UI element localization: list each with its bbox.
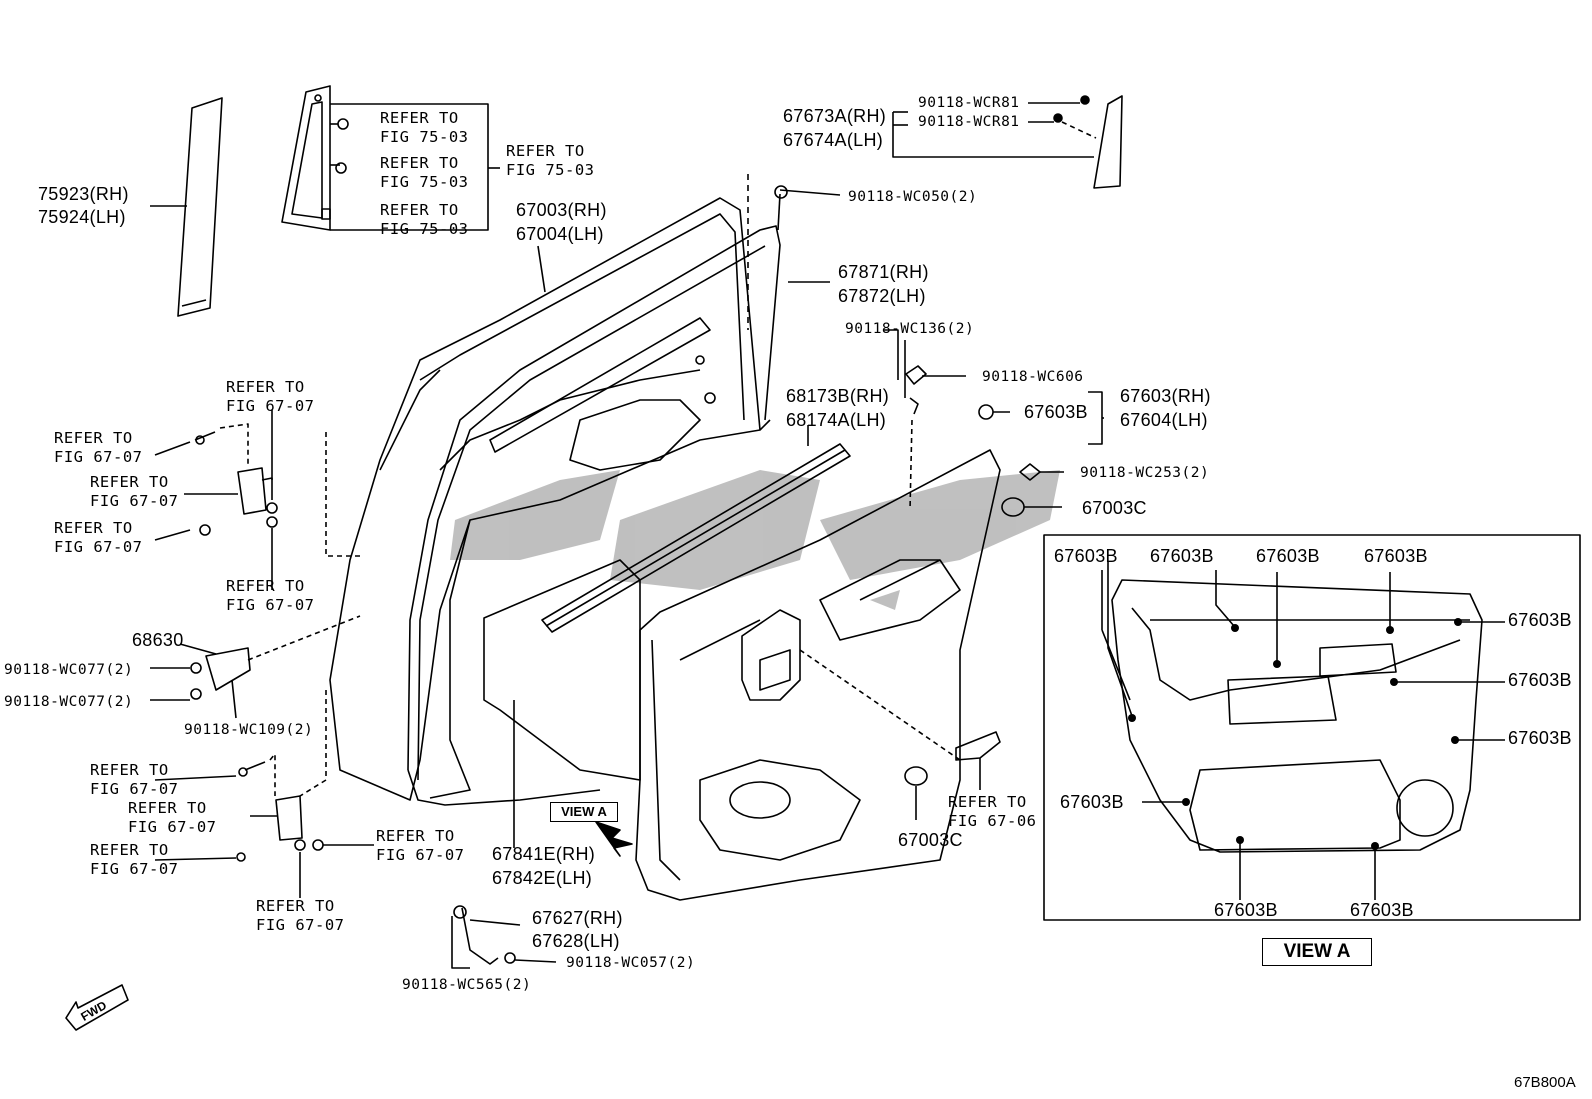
part-67871-label: 67871(RH) (838, 262, 929, 282)
refer-to-label: REFER TO (380, 109, 459, 127)
fig-ref-label: FIG 75-03 (506, 161, 595, 179)
door-frame (329, 197, 761, 801)
fig-ref-label: FIG 67-07 (128, 818, 217, 836)
view-a-clip-label: 67603B (1214, 900, 1278, 920)
refer-to-label: REFER TO (90, 473, 169, 491)
view-a-tag: VIEW A (550, 802, 618, 822)
leader-lines (513, 245, 899, 848)
service-cover-67841E (483, 559, 641, 781)
door-check-68630 (150, 615, 361, 719)
bolt-wc077-label: 90118-WC077(2) (4, 662, 134, 678)
lower-bracket-67627 (451, 905, 557, 969)
view-a-arrow (595, 821, 633, 857)
watermark (450, 470, 1060, 610)
part-67003-label: 67003(RH) (516, 200, 607, 220)
refer-to-label: REFER TO (90, 761, 169, 779)
view-a-clip-label: 67603B (1508, 610, 1572, 630)
clip-wc136-label: 90118-WC136(2) (845, 321, 975, 337)
view-a-clip-label: 67603B (1054, 546, 1118, 566)
refer-to-label: REFER TO (376, 827, 455, 845)
refer-to-label: REFER TO (256, 897, 335, 915)
trim-clips (904, 340, 1104, 511)
refer-to-label: REFER TO (506, 142, 585, 160)
fig-ref-label: FIG 67-07 (90, 780, 179, 798)
door-trim-panel (635, 449, 1001, 901)
refer-to-label: REFER TO (948, 793, 1027, 811)
clip-wc565-label: 90118-WC565(2) (402, 977, 532, 993)
fig-ref-label: FIG 67-07 (54, 538, 143, 556)
view-a-clip-label: 67603B (1508, 728, 1572, 748)
part-67628-label: 67628(LH) (532, 931, 620, 951)
fig-ref-label: FIG 75-03 (380, 220, 469, 238)
part-67604-label: 67604(LH) (1120, 410, 1208, 430)
refer-to-label: REFER TO (90, 841, 169, 859)
fig-ref-label: FIG 67-07 (54, 448, 143, 466)
view-a-clip-label: 67603B (1350, 900, 1414, 920)
view-a-caption: VIEW A (1262, 938, 1372, 966)
fig-ref-label: FIG 67-07 (226, 596, 315, 614)
garnish-strip-75923 (150, 97, 223, 317)
clip-wcr81-label: 90118-WCR81 (918, 95, 1020, 111)
upper-hinge (154, 410, 360, 590)
refer-to-label: REFER TO (226, 378, 305, 396)
refer-to-label: REFER TO (54, 519, 133, 537)
lower-hinge (154, 690, 374, 898)
refer-to-label: REFER TO (380, 154, 459, 172)
part-67003C-label: 67003C (1082, 498, 1147, 518)
part-67673A-label: 67673A(RH) (783, 106, 887, 126)
clip-67603B-label: 67603B (1024, 402, 1088, 422)
frame-corner-piece (281, 85, 500, 231)
view-a-clip-label: 67603B (1364, 546, 1428, 566)
part-67004-label: 67004(LH) (516, 224, 604, 244)
part-75923-label: 75923(RH) (38, 184, 129, 204)
part-67003C-label: 67003C (898, 830, 963, 850)
part-67842E-label: 67842E(LH) (492, 868, 593, 888)
fig-ref-label: FIG 67-07 (376, 846, 465, 864)
part-75924-label: 75924(LH) (38, 207, 126, 227)
view-a-clip-label: 67603B (1150, 546, 1214, 566)
clip-wc606-label: 90118-WC606 (982, 369, 1084, 385)
part-67674A-label: 67674A(LH) (783, 130, 884, 150)
part-67872-label: 67872(LH) (838, 286, 926, 306)
refer-to-label: REFER TO (54, 429, 133, 447)
fig-ref-label: FIG 67-07 (256, 916, 345, 934)
refer-to-label: REFER TO (226, 577, 305, 595)
fig-ref-label: FIG 67-07 (226, 397, 315, 415)
part-68173B-label: 68173B(RH) (786, 386, 890, 406)
fig-ref-label: FIG 67-07 (90, 492, 179, 510)
view-a-clip-label: 67603B (1508, 670, 1572, 690)
refer-to-label: REFER TO (128, 799, 207, 817)
clip-wc050-label: 90118-WC050(2) (848, 189, 978, 205)
part-68174A-label: 68174A(LH) (786, 410, 887, 430)
clip-wc057-label: 90118-WC057(2) (566, 955, 696, 971)
fig-ref-label: FIG 75-03 (380, 173, 469, 191)
bolt-wc109-label: 90118-WC109(2) (184, 722, 314, 738)
view-a-clip-label: 67603B (1060, 792, 1124, 812)
clip-wc253-label: 90118-WC253(2) (1080, 465, 1210, 481)
view-a-clip-label: 67603B (1256, 546, 1320, 566)
bolt-wc077-label: 90118-WC077(2) (4, 694, 134, 710)
handle-bezel (955, 731, 1001, 790)
fig-ref-label: FIG 67-06 (948, 812, 1037, 830)
clip-wcr81-label: 90118-WCR81 (918, 114, 1020, 130)
weatherstrip-67871 (407, 174, 841, 806)
fig-ref-label: FIG 67-07 (90, 860, 179, 878)
belt-molding-68173B (541, 443, 851, 633)
part-67627-label: 67627(RH) (532, 908, 623, 928)
part-67841E-label: 67841E(RH) (492, 844, 596, 864)
diagram-code: 67B800A (1514, 1074, 1576, 1091)
fwd-arrow-shape (65, 984, 129, 1031)
cap-67003C (904, 497, 1062, 820)
view-a-frame (1043, 534, 1581, 921)
refer-to-label: REFER TO (380, 201, 459, 219)
upper-garnish-67673A (892, 95, 1123, 189)
fig-ref-label: FIG 75-03 (380, 128, 469, 146)
part-67603-label: 67603(RH) (1120, 386, 1211, 406)
part-68630-label: 68630 (132, 630, 184, 650)
